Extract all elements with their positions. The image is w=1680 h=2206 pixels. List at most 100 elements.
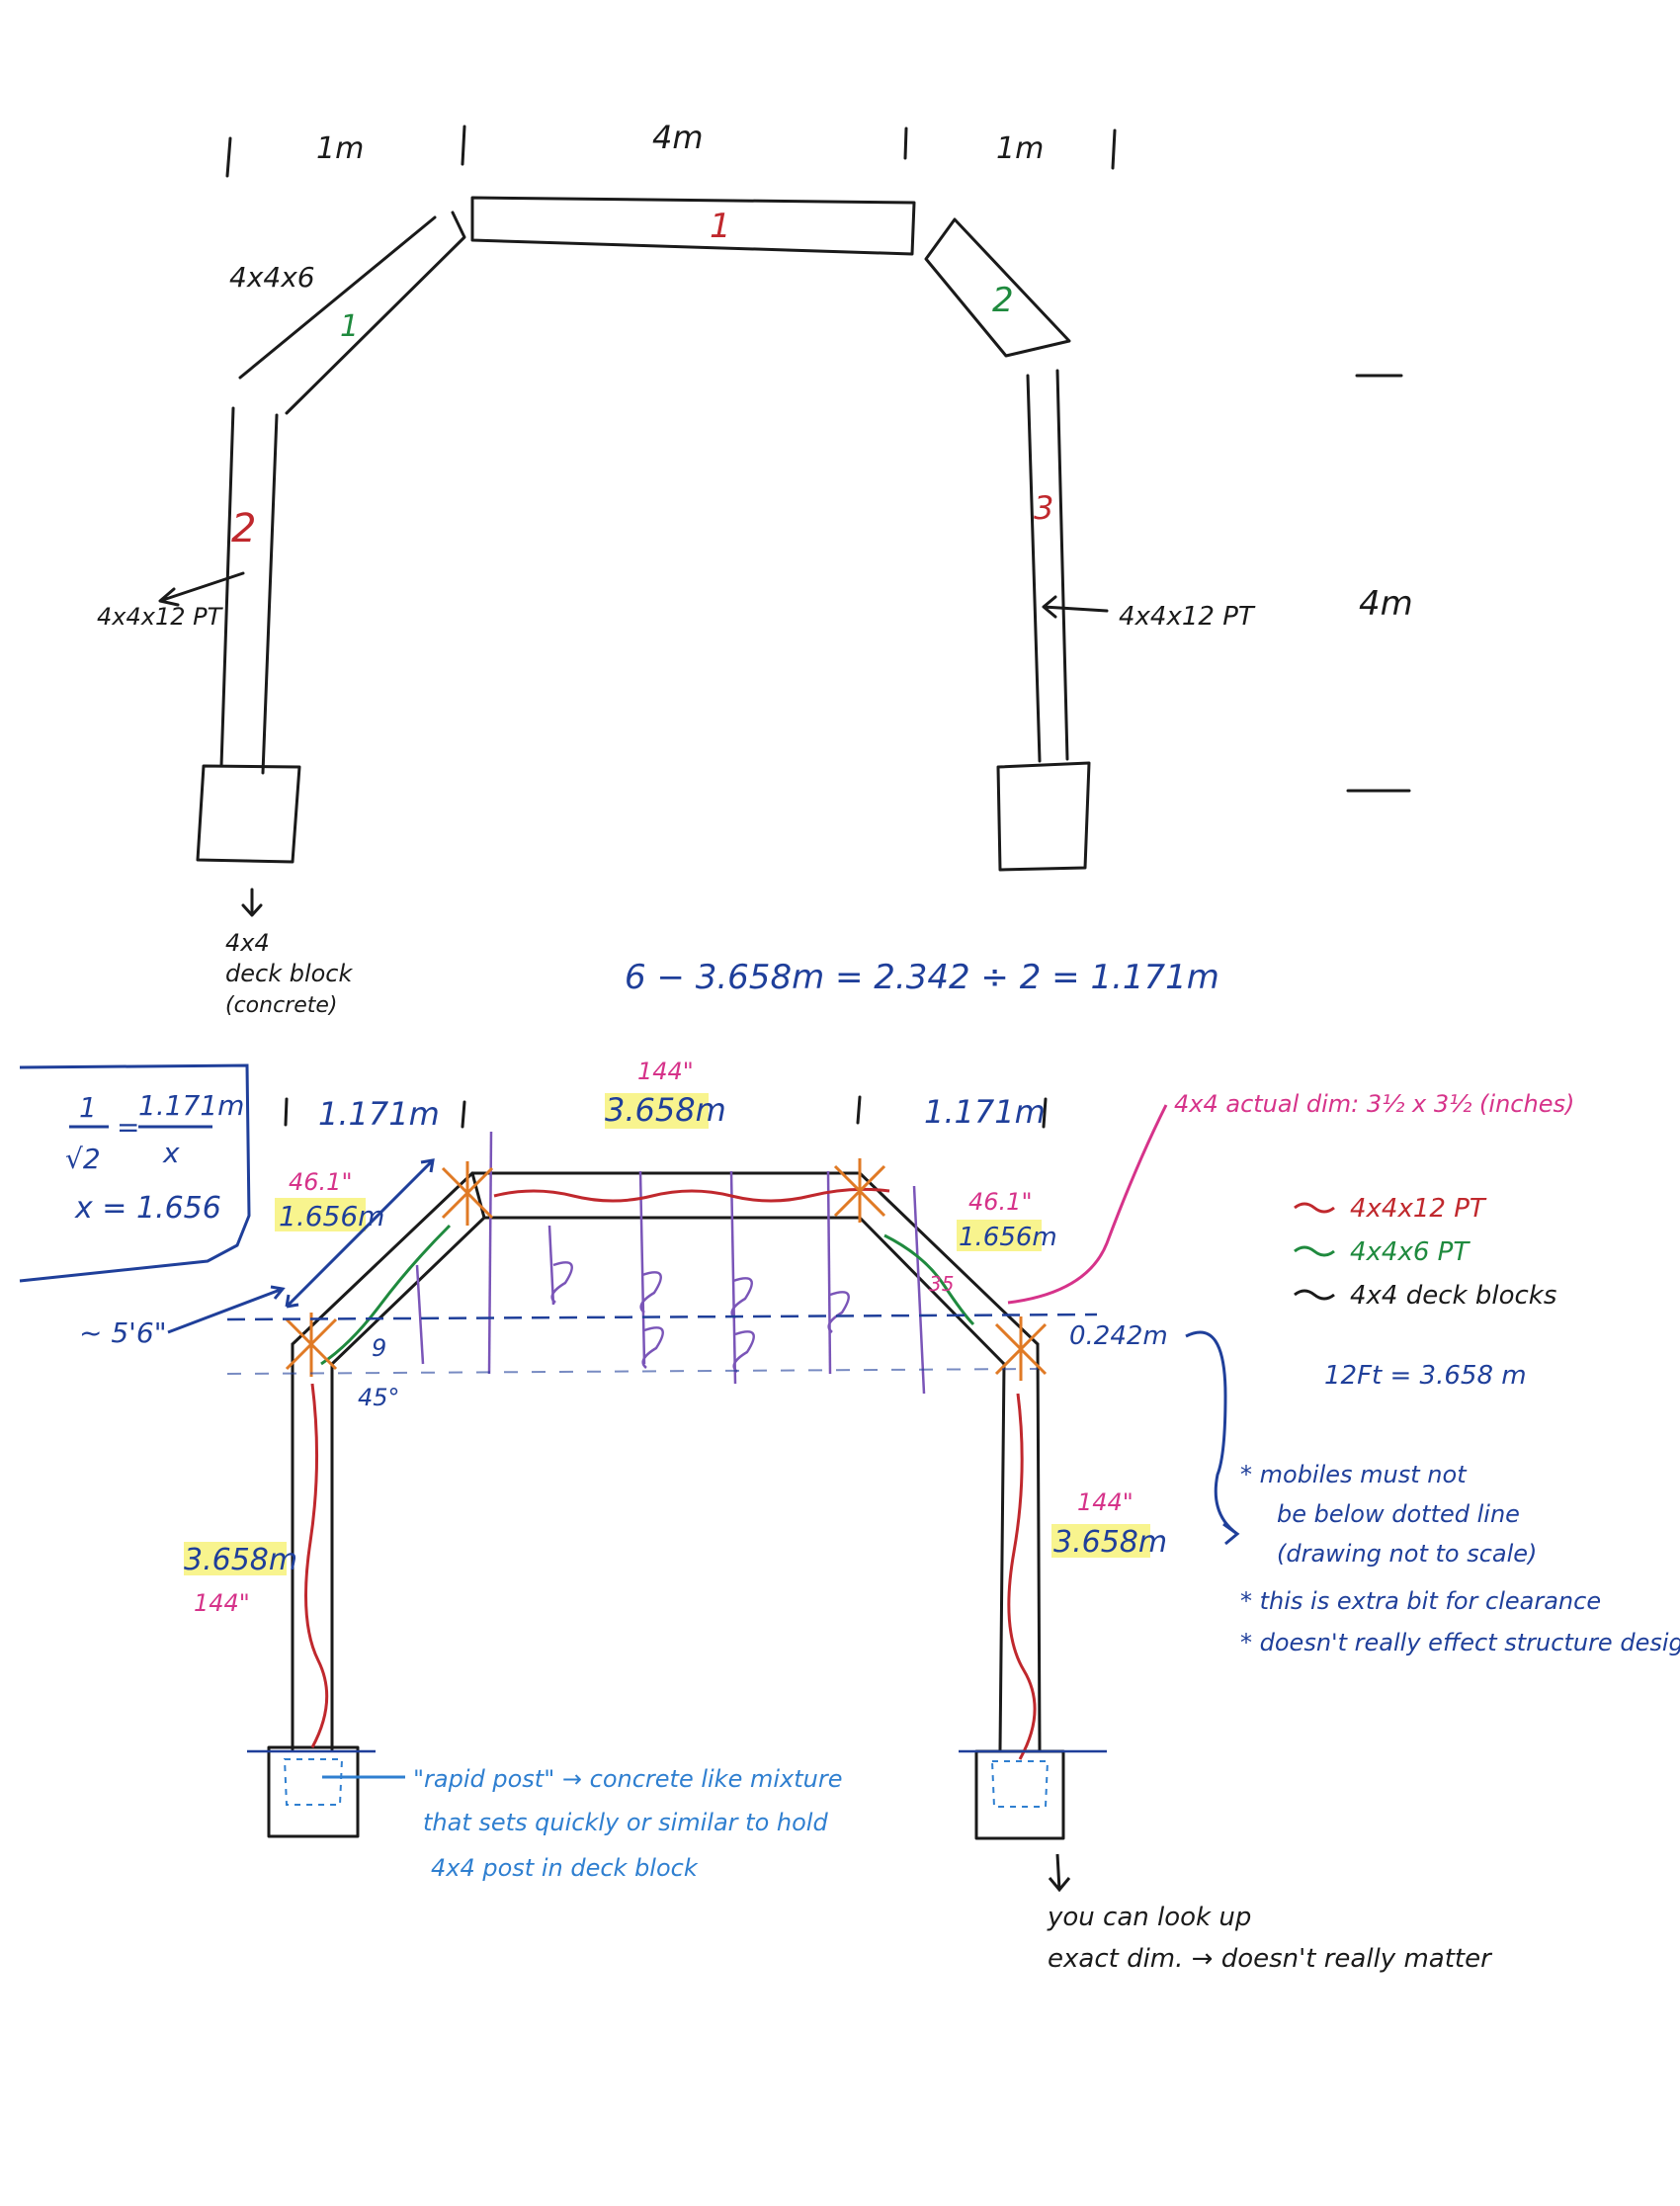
clearance-line bbox=[226, 1313, 1098, 1321]
clearance-notes: * mobiles must not be below dotted line … bbox=[1240, 1461, 1680, 1656]
orange-connection-marks bbox=[285, 1158, 1048, 1381]
top-metric-highlight bbox=[605, 1093, 709, 1129]
clearance-value: 0.242m bbox=[1069, 1321, 1168, 1351]
left-diag-dim-arrow bbox=[285, 1158, 435, 1309]
bottom-right-post bbox=[998, 1342, 1042, 1751]
angle-label: 45° bbox=[358, 1384, 400, 1411]
legend-swatch bbox=[1294, 1245, 1335, 1257]
ratio-result: x = 1.656 bbox=[74, 1191, 221, 1226]
rapid-post-line: "rapid post" → concrete like mixture bbox=[413, 1765, 842, 1793]
right-post-inches: 144" bbox=[1077, 1488, 1134, 1516]
lookup-line: you can look up bbox=[1047, 1903, 1251, 1932]
left-diag-highlight bbox=[275, 1198, 366, 1231]
right-deck-block bbox=[996, 761, 1091, 872]
lookup-note: you can look up exact dim. → doesn't rea… bbox=[1047, 1903, 1493, 1974]
right-block-fill bbox=[990, 1760, 1050, 1808]
right-post-highlight bbox=[1051, 1524, 1150, 1558]
top-sketch: 1m 4m 1m 4m 4x4x6 1 1 2 2 3 4x4x12 PT 4x… bbox=[97, 119, 1413, 1018]
bottom-right-deck-block bbox=[974, 1749, 1065, 1840]
left-diag-inches: 46.1" bbox=[289, 1168, 352, 1196]
top-span-metric: 3.658m bbox=[605, 1091, 726, 1129]
left-post-label: 4x4x12 PT bbox=[97, 603, 224, 631]
legend-label: 4x4x12 PT bbox=[1350, 1194, 1487, 1224]
ratio-box-outline bbox=[19, 1063, 251, 1283]
note-line: be below dotted line bbox=[1277, 1500, 1520, 1528]
approx-length: ~ 5'6" bbox=[79, 1316, 167, 1349]
mobile-hangers bbox=[415, 1131, 926, 1395]
top-dim-right-label: 1m bbox=[996, 131, 1044, 166]
left-post bbox=[219, 406, 279, 775]
right-post-label: 4x4x12 PT bbox=[1119, 602, 1256, 632]
right-diag-inches: 46.1" bbox=[968, 1188, 1032, 1216]
deck-block-label-line2: deck block bbox=[225, 960, 354, 987]
actual-dim-note: 4x4 actual dim: 3½ x 3½ (inches) bbox=[1174, 1090, 1574, 1118]
left-deck-block bbox=[196, 764, 301, 864]
top-dim-height-label: 4m bbox=[1359, 584, 1413, 624]
lookup-line: exact dim. → doesn't really matter bbox=[1048, 1944, 1493, 1974]
top-span-inches: 144" bbox=[637, 1058, 694, 1085]
legend-label: 4x4 deck blocks bbox=[1350, 1281, 1556, 1311]
legend-swatch bbox=[1294, 1202, 1335, 1214]
approx-arrow bbox=[167, 1285, 286, 1334]
lookup-arrow bbox=[1048, 1853, 1071, 1893]
right-diag-number: 2 bbox=[992, 281, 1014, 320]
ratio-rhs-num: 1.171m bbox=[138, 1089, 244, 1122]
left-diag-metric: 1.656m bbox=[279, 1200, 384, 1232]
clearance-arrow bbox=[1185, 1330, 1240, 1546]
ratio-den: √2 bbox=[65, 1143, 101, 1175]
top-beam-number: 1 bbox=[710, 207, 731, 246]
deck-block-arrow bbox=[241, 888, 263, 917]
right-diag-highlight bbox=[957, 1220, 1042, 1251]
note-line: (drawing not to scale) bbox=[1277, 1540, 1537, 1568]
right-diagonal-beam bbox=[924, 217, 1071, 358]
left-post-metric: 3.658m bbox=[184, 1543, 297, 1577]
note-line: * mobiles must not bbox=[1240, 1461, 1468, 1488]
left-diagonal-beam bbox=[238, 211, 466, 415]
ratio-box: 1 √2 = 1.171m x x = 1.656 bbox=[19, 1063, 251, 1283]
left-block-fill bbox=[283, 1758, 344, 1806]
left-post-highlight bbox=[184, 1542, 287, 1575]
left-post-inches: 144" bbox=[194, 1589, 250, 1617]
legend: 4x4x12 PT 4x4x6 PT 4x4 deck blocks bbox=[1294, 1194, 1556, 1311]
calc-equation: 6 − 3.658m = 2.342 ÷ 2 = 1.171m bbox=[625, 958, 1219, 997]
left-post-number: 2 bbox=[231, 506, 256, 552]
ratio-num: 1 bbox=[79, 1091, 97, 1124]
right-post-metric: 3.658m bbox=[1053, 1525, 1167, 1560]
top-dim-center-label: 4m bbox=[652, 119, 704, 156]
green-member-marks bbox=[320, 1224, 975, 1366]
angle-small: 9 bbox=[372, 1334, 386, 1362]
legend-swatch bbox=[1294, 1289, 1335, 1301]
bottom-dim-right: 1.171m bbox=[924, 1093, 1046, 1131]
top-beam bbox=[470, 196, 916, 256]
bottom-top-beam bbox=[470, 1171, 862, 1220]
svg-text:=: = bbox=[117, 1111, 139, 1144]
top-dimension-ticks bbox=[225, 125, 1411, 793]
top-4x4x6-label: 4x4x6 bbox=[229, 261, 315, 294]
rapid-post-note: "rapid post" → concrete like mixture tha… bbox=[413, 1765, 842, 1882]
right-post-number: 3 bbox=[1034, 489, 1053, 527]
deck-block-label-line1: 4x4 bbox=[225, 929, 270, 957]
rapid-post-line: that sets quickly or similar to hold bbox=[423, 1809, 828, 1836]
deck-block-label-line3: (concrete) bbox=[225, 993, 338, 1018]
rapid-post-line: 4x4 post in deck block bbox=[431, 1854, 699, 1882]
bottom-sketch: 1.171m 1.171m 144" 3.658m bbox=[79, 1058, 1574, 1893]
left-post-arrow bbox=[158, 571, 245, 607]
ratio-rhs-den: x bbox=[162, 1137, 180, 1169]
unit-conversion: 12Ft = 3.658 m bbox=[1324, 1361, 1527, 1391]
bottom-left-post bbox=[291, 1342, 334, 1751]
red-member-marks bbox=[304, 1187, 1037, 1760]
legend-label: 4x4x6 PT bbox=[1350, 1237, 1470, 1267]
bottom-left-deck-block bbox=[267, 1745, 360, 1838]
right-diag-metric: 1.656m bbox=[959, 1223, 1057, 1252]
note-line: * this is extra bit for clearance bbox=[1240, 1587, 1601, 1615]
right-post-arrow bbox=[1042, 595, 1109, 619]
actual-dim-pointer bbox=[1007, 1104, 1168, 1305]
bottom-left-diagonal bbox=[291, 1171, 486, 1366]
note-line: * doesn't really effect structure design bbox=[1240, 1629, 1680, 1656]
bottom-dimension-ticks bbox=[284, 1095, 1048, 1129]
bottom-dim-left: 1.171m bbox=[318, 1095, 440, 1133]
right-post bbox=[1026, 369, 1069, 763]
top-dim-left-label: 1m bbox=[316, 131, 364, 166]
right-angle: 35 bbox=[929, 1272, 954, 1296]
